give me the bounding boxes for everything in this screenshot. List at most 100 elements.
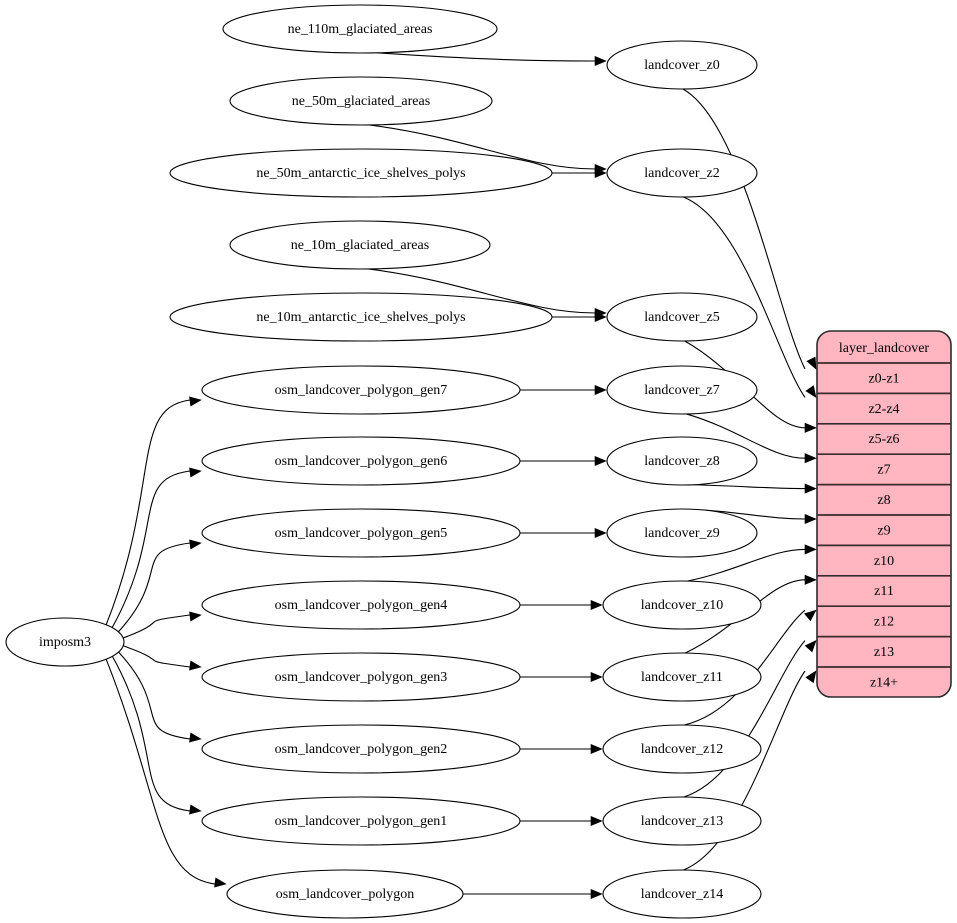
node-ne-10m-glaciated-areas[interactable]: ne_10m_glaciated_areas bbox=[229, 220, 491, 270]
table-row-z12[interactable]: z12 bbox=[874, 615, 894, 630]
node-label: osm_landcover_polygon_gen2 bbox=[275, 742, 448, 757]
node-ellipse bbox=[169, 148, 553, 198]
node-osm-landcover-polygon[interactable]: osm_landcover_polygon bbox=[226, 869, 464, 919]
node-label: osm_landcover_polygon_gen6 bbox=[275, 454, 448, 469]
node-ellipse bbox=[602, 724, 762, 774]
table-row-z5-z6[interactable]: z5-z6 bbox=[868, 432, 899, 447]
edge-arrowhead bbox=[214, 877, 227, 888]
edge-path bbox=[117, 650, 191, 740]
node-ellipse bbox=[606, 292, 758, 342]
table-row-z0-z1[interactable]: z0-z1 bbox=[868, 371, 899, 386]
table-row-label: z0-z1 bbox=[868, 371, 899, 386]
node-landcover-z5[interactable]: landcover_z5 bbox=[606, 292, 758, 342]
node-ellipse bbox=[169, 292, 553, 342]
node-landcover-z14[interactable]: landcover_z14 bbox=[602, 869, 762, 919]
table-row-z7[interactable]: z7 bbox=[877, 463, 890, 478]
node-osm-landcover-polygon-gen7[interactable]: osm_landcover_polygon_gen7 bbox=[201, 365, 521, 415]
node-landcover-z9[interactable]: landcover_z9 bbox=[606, 508, 758, 558]
node-osm-landcover-polygon-gen2[interactable]: osm_landcover_polygon_gen2 bbox=[201, 724, 521, 774]
node-label: ne_10m_antarctic_ice_shelves_polys bbox=[256, 310, 465, 325]
node-ellipse bbox=[606, 148, 758, 198]
edge-path bbox=[682, 88, 806, 370]
edge-arrowhead bbox=[594, 167, 607, 179]
edge-path bbox=[111, 655, 191, 812]
node-ellipse bbox=[606, 508, 758, 558]
table-row-z13[interactable]: z13 bbox=[874, 645, 894, 660]
node-osm-landcover-polygon-gen4[interactable]: osm_landcover_polygon_gen4 bbox=[201, 580, 521, 630]
edge-arrowhead bbox=[594, 455, 607, 467]
node-label: landcover_z13 bbox=[641, 814, 723, 829]
table-row-z11[interactable]: z11 bbox=[874, 584, 894, 599]
edge-path bbox=[683, 196, 806, 398]
table-row-z10[interactable]: z10 bbox=[874, 554, 894, 569]
edge-path bbox=[121, 644, 191, 668]
edge-arrowhead bbox=[590, 815, 603, 827]
edge-path bbox=[687, 548, 806, 582]
node-landcover-z11[interactable]: landcover_z11 bbox=[602, 652, 762, 702]
node-landcover-z7[interactable]: landcover_z7 bbox=[606, 365, 758, 415]
node-ellipse bbox=[602, 869, 762, 919]
table-row-label: z7 bbox=[877, 463, 890, 478]
node-ne-110m-glaciated-areas[interactable]: ne_110m_glaciated_areas bbox=[222, 4, 498, 54]
node-ellipse bbox=[201, 724, 521, 774]
node-osm-landcover-polygon-gen3[interactable]: osm_landcover_polygon_gen3 bbox=[201, 652, 521, 702]
node-landcover-z12[interactable]: landcover_z12 bbox=[602, 724, 762, 774]
node-landcover-z2[interactable]: landcover_z2 bbox=[606, 148, 758, 198]
node-ellipse bbox=[5, 617, 125, 667]
table-row-label: z12 bbox=[874, 615, 894, 630]
node-label: landcover_z5 bbox=[644, 310, 719, 325]
node-label: imposm3 bbox=[39, 635, 91, 650]
table-row-z14[interactable]: z14+ bbox=[870, 675, 898, 690]
edge-path bbox=[369, 124, 596, 170]
edge-arrowhead bbox=[189, 539, 202, 550]
node-ellipse bbox=[201, 365, 521, 415]
node-label: osm_landcover_polygon bbox=[276, 887, 414, 902]
node-landcover-z0[interactable]: landcover_z0 bbox=[606, 40, 758, 90]
node-landcover-z13[interactable]: landcover_z13 bbox=[602, 796, 762, 846]
edge-arrowhead bbox=[804, 483, 817, 494]
edge-arrowhead bbox=[590, 888, 603, 900]
edge-arrowhead bbox=[189, 660, 202, 671]
node-ne-50m-glaciated-areas[interactable]: ne_50m_glaciated_areas bbox=[229, 76, 493, 126]
edge-path bbox=[105, 399, 191, 626]
edge-arrowhead bbox=[590, 599, 603, 611]
edge-arrowhead bbox=[805, 670, 817, 684]
node-label: landcover_z14 bbox=[641, 887, 723, 902]
node-label: ne_110m_glaciated_areas bbox=[288, 22, 433, 37]
table-row-z8[interactable]: z8 bbox=[877, 493, 890, 508]
edge-arrowhead bbox=[804, 640, 817, 653]
table-row-label: z11 bbox=[874, 584, 894, 599]
layer-landcover-table: layer_landcoverz0-z1z2-z4z5-z6z7z8z9z10z… bbox=[816, 330, 952, 698]
node-ellipse bbox=[602, 652, 762, 702]
node-ellipse bbox=[201, 508, 521, 558]
edge-arrowhead bbox=[590, 743, 603, 755]
node-label: landcover_z10 bbox=[641, 598, 723, 613]
node-landcover-z10[interactable]: landcover_z10 bbox=[602, 580, 762, 630]
node-ellipse bbox=[201, 436, 521, 486]
edge-arrowhead bbox=[594, 384, 607, 396]
node-label: osm_landcover_polygon_gen3 bbox=[275, 670, 448, 685]
edge-path bbox=[683, 640, 806, 798]
node-landcover-z8[interactable]: landcover_z8 bbox=[606, 436, 758, 486]
node-ellipse bbox=[602, 796, 762, 846]
node-label: landcover_z9 bbox=[644, 526, 719, 541]
node-imposm3[interactable]: imposm3 bbox=[5, 617, 125, 667]
node-osm-landcover-polygon-gen5[interactable]: osm_landcover_polygon_gen5 bbox=[201, 508, 521, 558]
edge-path bbox=[368, 268, 596, 314]
table-row-label: z8 bbox=[877, 493, 890, 508]
node-osm-landcover-polygon-gen6[interactable]: osm_landcover_polygon_gen6 bbox=[201, 436, 521, 486]
node-osm-landcover-polygon-gen1[interactable]: osm_landcover_polygon_gen1 bbox=[201, 796, 521, 846]
table-row-z9[interactable]: z9 bbox=[877, 523, 890, 538]
edge-arrowhead bbox=[806, 356, 817, 370]
table-row-z2-z4[interactable]: z2-z4 bbox=[868, 402, 899, 417]
edge-arrowhead bbox=[189, 396, 202, 407]
node-ellipse bbox=[229, 220, 491, 270]
edge-path bbox=[117, 542, 191, 633]
node-label: osm_landcover_polygon_gen4 bbox=[275, 598, 448, 613]
node-ne-50m-antarctic-ice-shelves-polys[interactable]: ne_50m_antarctic_ice_shelves_polys bbox=[169, 148, 553, 198]
node-label: landcover_z12 bbox=[641, 742, 723, 757]
node-ne-10m-antarctic-ice-shelves-polys[interactable]: ne_10m_antarctic_ice_shelves_polys bbox=[169, 292, 553, 342]
edge-arrowhead bbox=[189, 732, 202, 743]
